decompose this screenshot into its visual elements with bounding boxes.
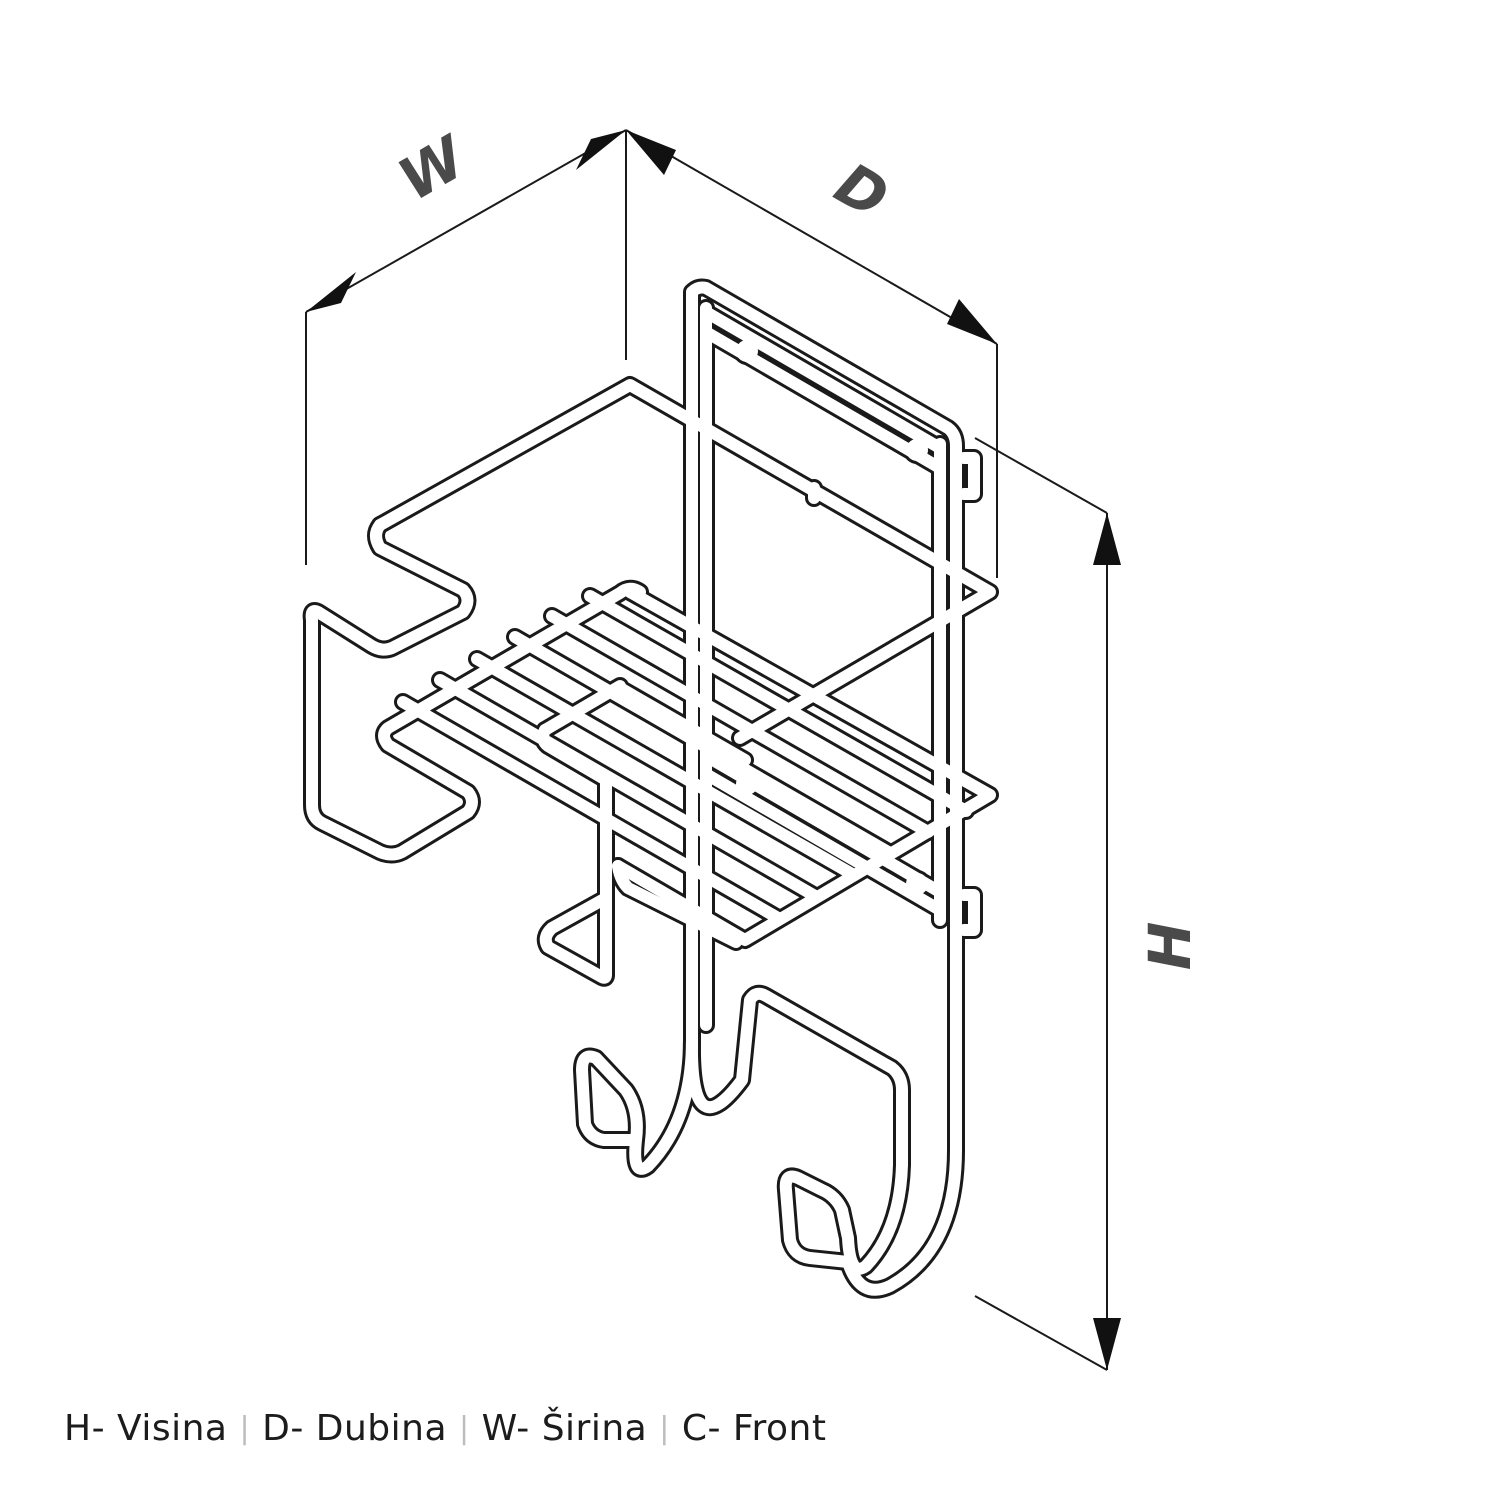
w-arrow-left bbox=[306, 272, 356, 312]
legend-separator: | bbox=[239, 1410, 251, 1446]
product-wireframe bbox=[312, 288, 990, 1290]
h-arrow-bottom bbox=[1093, 1318, 1121, 1370]
d-arrow-right bbox=[947, 299, 997, 344]
d-label: D bbox=[824, 149, 900, 232]
h-arrow-top bbox=[1093, 513, 1121, 565]
w-dimension-line bbox=[305, 129, 627, 313]
dimension-legend: H- Visina | D- Dubina | W- Širina | C- F… bbox=[64, 1398, 826, 1458]
legend-width: W- Širina bbox=[481, 1407, 648, 1449]
d-dimension-line bbox=[625, 129, 998, 345]
h-label: H bbox=[1136, 922, 1204, 971]
h-extension-top bbox=[974, 437, 1108, 514]
h-extension-bottom bbox=[974, 1295, 1108, 1371]
w-label: W bbox=[387, 122, 479, 214]
legend-separator: | bbox=[659, 1410, 670, 1446]
legend-front: C- Front bbox=[681, 1407, 827, 1449]
legend-height: H- Visina bbox=[64, 1407, 228, 1449]
dimension-lines bbox=[305, 129, 1121, 1371]
w-arrow-right bbox=[576, 130, 626, 170]
legend-depth: D- Dubina bbox=[262, 1407, 448, 1449]
d-arrow-left bbox=[626, 130, 676, 175]
legend-separator: | bbox=[459, 1410, 470, 1446]
